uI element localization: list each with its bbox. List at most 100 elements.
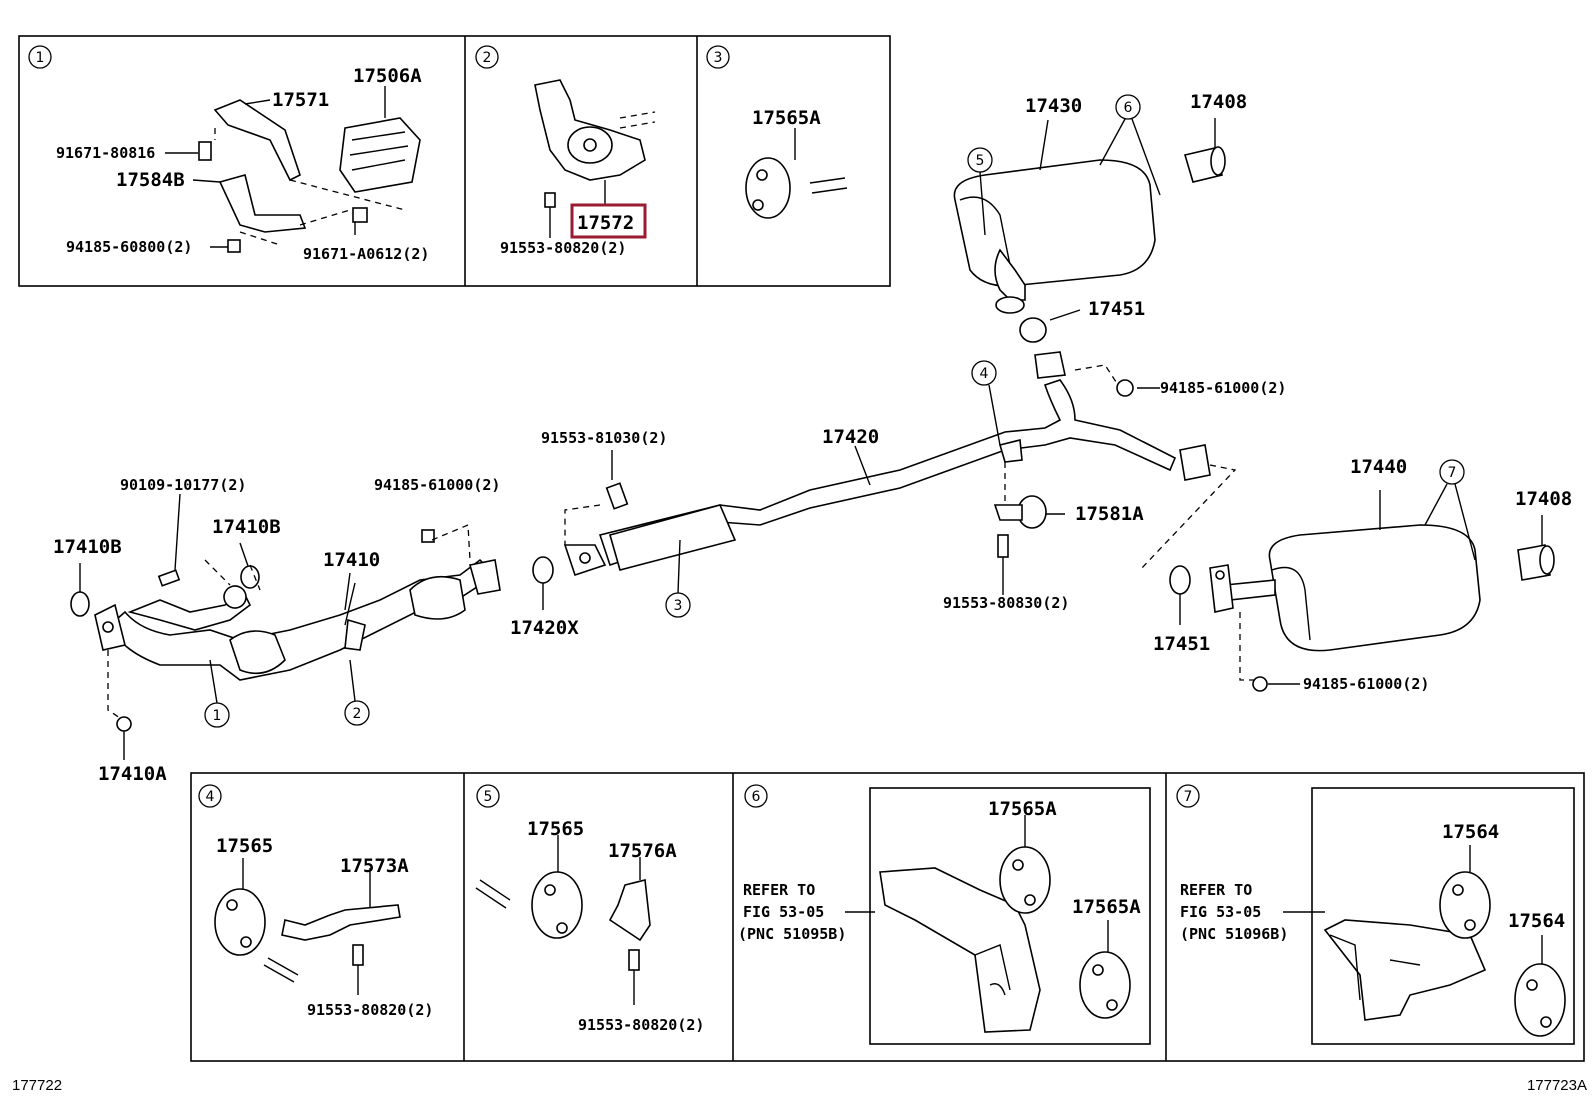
gasket-17451	[1019, 317, 1047, 343]
bracket-17584B	[218, 174, 307, 233]
rear-flange	[1179, 444, 1211, 481]
bottom-inset-frame	[190, 772, 1585, 1062]
front-flange	[1034, 351, 1066, 379]
label-17451: 17451	[1088, 298, 1145, 320]
label-17572[interactable]: 17572	[577, 212, 634, 234]
label-17430: 17430	[1025, 95, 1082, 117]
inset-7-number: 7	[1184, 789, 1193, 805]
label-94185-61000b: 94185-61000(2)	[1303, 675, 1429, 693]
rubber-hanger-icon	[999, 846, 1051, 914]
inset-7-subframe	[1311, 787, 1575, 1045]
label-90109-10177: 90109-10177(2)	[120, 476, 246, 494]
bolt-icon	[605, 482, 629, 510]
bolt-icon	[352, 207, 368, 223]
label-17565b: 17565	[527, 818, 584, 840]
inset-1: 1 17506A 17571 91671-80816 17584B 94185-…	[28, 45, 429, 263]
gasket-17410B	[70, 591, 90, 617]
label-17581A: 17581A	[1075, 503, 1144, 525]
top-inset-frame	[18, 35, 891, 287]
heat-shield-plate	[339, 117, 421, 193]
bolt-icon	[997, 534, 1009, 558]
sub-muffler	[609, 504, 737, 571]
gasket-17451b	[1169, 565, 1191, 595]
figure-code-right: 177723A	[1527, 1077, 1587, 1094]
label-17565A: 17565A	[752, 107, 821, 129]
label-17571: 17571	[272, 89, 329, 111]
gasket-17410Bb	[223, 585, 247, 609]
label-91553-80820b: 91553-80820(2)	[578, 1016, 704, 1034]
refer-to-text: REFER TO	[743, 881, 815, 899]
front-muffler-17430: 5 6 17430 17408 17451	[953, 91, 1247, 343]
callout-3: 3	[674, 598, 683, 614]
callout-5: 5	[976, 153, 985, 169]
body-bracket-7	[1323, 919, 1487, 1021]
label-17408b: 17408	[1515, 488, 1572, 510]
label-17451b: 17451	[1153, 633, 1210, 655]
refer-fig-text-7: FIG 53-05	[1180, 903, 1261, 921]
inset-2: 2 17572 91553-80820(2)	[475, 45, 656, 257]
hanger-bracket-17576A	[608, 879, 651, 942]
muffler-outlet-pipe	[994, 248, 1026, 301]
label-17573A: 17573A	[340, 855, 409, 877]
bolt-icon	[157, 569, 181, 587]
label-91553-80820: 91553-80820(2)	[307, 1001, 433, 1019]
label-17565A-upper: 17565A	[988, 798, 1057, 820]
inset-7: 7 REFER TO FIG 53-05 (PNC 51096B) 17564 …	[1176, 784, 1575, 1045]
inset-2-number: 2	[483, 50, 492, 66]
label-94185-61000: 94185-61000(2)	[1160, 379, 1286, 397]
label-17506A: 17506A	[353, 65, 422, 87]
callout-1: 1	[213, 708, 222, 724]
label-17410: 17410	[323, 549, 380, 571]
inset-4-number: 4	[206, 789, 215, 805]
inset-5: 5 17565 17576A 91553-80820(2)	[475, 784, 704, 1034]
label-17408: 17408	[1190, 91, 1247, 113]
inset-4: 4 17565 17573A 91553-80820(2)	[198, 784, 433, 1019]
nut-icon	[1116, 379, 1134, 397]
gasket-17420X	[532, 556, 554, 584]
label-94185-60800: 94185-60800(2)	[66, 238, 192, 256]
label-17440: 17440	[1350, 456, 1407, 478]
inset-1-number: 1	[36, 50, 45, 66]
label-17410B: 17410B	[53, 536, 122, 558]
refer-to-text-7: REFER TO	[1180, 881, 1252, 899]
gasket-17410Bc	[240, 565, 260, 589]
label-17584B: 17584B	[116, 169, 185, 191]
callout-2: 2	[353, 706, 362, 722]
bracket-17571	[213, 99, 301, 182]
rear-muffler-17440: 7 17440 17408 17451 94185-61000(2)	[1153, 456, 1572, 693]
refer-pnc-text[interactable]: (PNC 51095B)	[738, 925, 846, 943]
label-94185-61000c: 94185-61000(2)	[374, 476, 500, 494]
nut-icon	[116, 716, 132, 732]
label-91553-80830: 91553-80830(2)	[943, 594, 1069, 612]
callout-6: 6	[1124, 100, 1133, 116]
label-17410Bb: 17410B	[212, 516, 281, 538]
front-pipe-17410: 1 2 90109-10177(2) 94185-61000(2) 17410B…	[53, 476, 501, 785]
bolt-icon	[198, 141, 212, 161]
inset-5-number: 5	[484, 789, 493, 805]
bolt-icon	[352, 944, 364, 966]
label-17410A: 17410A	[98, 763, 167, 785]
label-17576A: 17576A	[608, 840, 677, 862]
label-17565: 17565	[216, 835, 273, 857]
center-pipe-17420: 4 3 17420 91553-81030(2) 94185-61000(2) …	[510, 351, 1286, 639]
bolt-icon	[628, 949, 640, 971]
highlighted-part-box[interactable]	[570, 203, 647, 239]
inset-6-subframe	[869, 787, 1151, 1045]
inset-6-number: 6	[752, 789, 761, 805]
figure-code-left: 177722	[12, 1077, 62, 1094]
inset-3-number: 3	[714, 50, 723, 66]
callout-7: 7	[1448, 465, 1457, 481]
catalytic-converter-front	[229, 630, 286, 675]
catalytic-converter-rear	[409, 575, 466, 620]
bracket-icon	[344, 618, 366, 651]
refer-pnc-text-7[interactable]: (PNC 51096B)	[1180, 925, 1288, 943]
label-17564-lower: 17564	[1508, 910, 1565, 932]
refer-fig-text: FIG 53-05	[743, 903, 824, 921]
hanger-rod-17573A	[281, 904, 401, 941]
callout-4: 4	[980, 366, 989, 382]
label-91671-A0612: 91671-A0612(2)	[303, 245, 429, 263]
rubber-hanger-icon	[745, 157, 791, 219]
rubber-hanger-icon	[1439, 871, 1491, 939]
nut-icon	[227, 239, 241, 253]
